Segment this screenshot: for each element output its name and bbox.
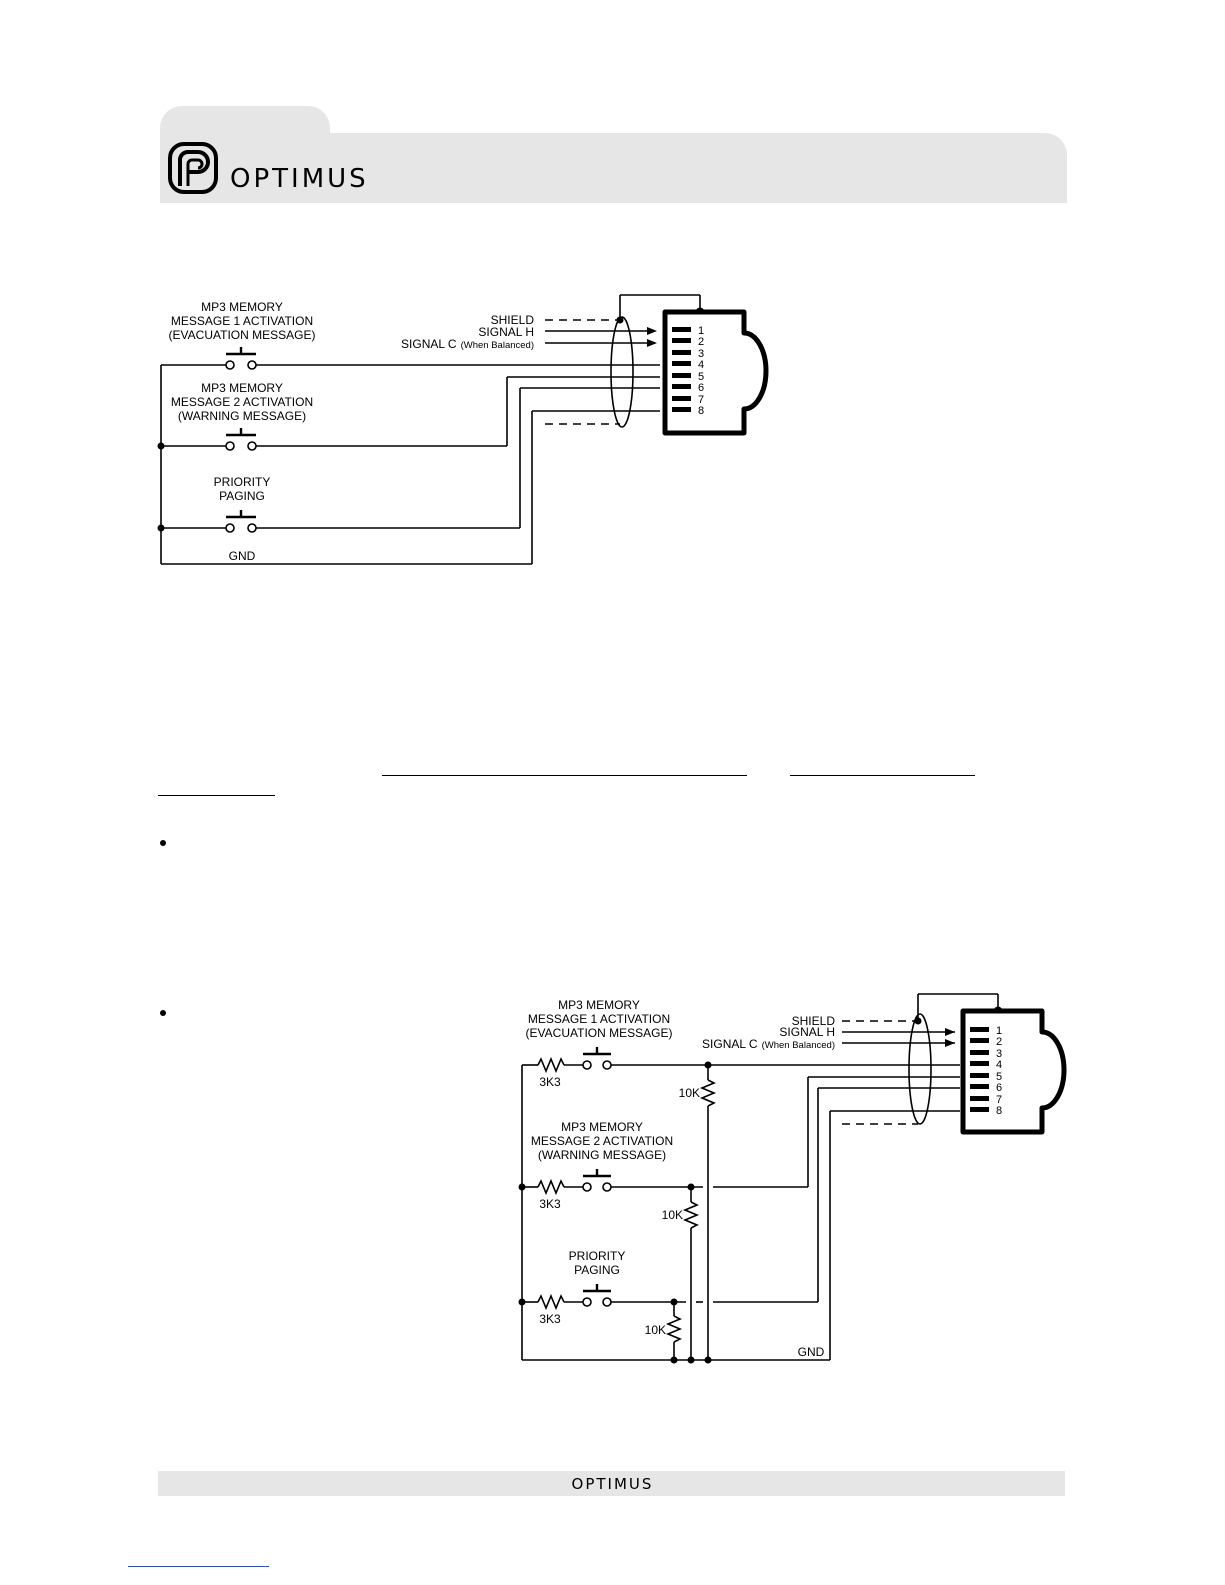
- pin-label: 6: [698, 382, 704, 394]
- pin-label: 5: [698, 371, 704, 383]
- underline-rule: [382, 775, 747, 776]
- pin-label: 8: [996, 1105, 1002, 1117]
- pin-label: 3: [996, 1048, 1002, 1060]
- bullet-point: [160, 1010, 166, 1016]
- pin-label: 7: [698, 394, 704, 406]
- gnd-label: GND: [229, 549, 256, 563]
- underline-rule: [790, 775, 975, 776]
- underline-rule: [158, 795, 275, 796]
- button-label: (EVACUATION MESSAGE): [169, 328, 316, 342]
- button-label: MESSAGE 1 ACTIVATION: [171, 314, 313, 328]
- button-label: MESSAGE 2 ACTIVATION: [531, 1134, 673, 1148]
- header-band: [160, 133, 1067, 203]
- pin-label: 4: [996, 1059, 1002, 1071]
- signal-shield-label: SHIELD: [792, 1014, 836, 1028]
- pin-label: 5: [996, 1071, 1002, 1083]
- pin-label: 2: [698, 336, 704, 348]
- pin-label: 4: [698, 359, 704, 371]
- button-label: MESSAGE 2 ACTIVATION: [171, 395, 313, 409]
- wiring-diagram-with-resistors: 1 2 3 4 5 6 7 8 MP3 MEMORY MESSAGE 1 ACT…: [518, 993, 1067, 1364]
- resistor-label: 3K3: [539, 1197, 561, 1211]
- brand-wordmark: OPTIMUS: [230, 164, 369, 194]
- button-label: MP3 MEMORY: [201, 381, 283, 395]
- button-label: MP3 MEMORY: [561, 1120, 643, 1134]
- pin-label: 6: [996, 1082, 1002, 1094]
- button-label: PRIORITY: [214, 475, 271, 489]
- button-label: (WARNING MESSAGE): [538, 1148, 666, 1162]
- optimus-logo-icon: [168, 142, 218, 194]
- wiring-diagram-direct: 1 2 3 4 5 6 7 8 MP3 MEMORY MESSAGE 1 ACT…: [157, 294, 769, 565]
- footer-brand: OPTIMUS: [571, 1475, 654, 1493]
- signal-shield-label: SHIELD: [491, 313, 535, 327]
- button-label: PRIORITY: [569, 1249, 626, 1263]
- svg-text:SIGNAL C(When Balanced): SIGNAL C (When Balanced): [702, 1037, 835, 1051]
- pin-label: 3: [698, 348, 704, 360]
- button-label: MP3 MEMORY: [201, 300, 283, 314]
- signal-h-label: SIGNAL H: [478, 325, 534, 339]
- gnd-label: GND: [798, 1345, 825, 1359]
- button-label: PAGING: [574, 1263, 620, 1277]
- pin-label: 8: [698, 405, 704, 417]
- svg-text:SIGNAL C(When Balanced): SIGNAL C (When Balanced): [401, 337, 534, 351]
- signal-c-label: SIGNAL C: [702, 1037, 758, 1051]
- button-label: MP3 MEMORY: [558, 998, 640, 1012]
- signal-c-note: (When Balanced): [461, 340, 534, 351]
- footer-band: [158, 1471, 1065, 1496]
- resistor-label: 3K3: [539, 1312, 561, 1326]
- button-label: MESSAGE 1 ACTIVATION: [528, 1012, 670, 1026]
- footer-link-underline[interactable]: [128, 1566, 269, 1567]
- resistor-label: 10K: [662, 1208, 683, 1222]
- signal-h-label: SIGNAL H: [779, 1025, 835, 1039]
- bullet-point: [160, 840, 166, 846]
- button-label: PAGING: [219, 489, 265, 503]
- pin-label: 1: [698, 325, 704, 337]
- pin-label: 1: [996, 1025, 1002, 1037]
- button-label: (WARNING MESSAGE): [178, 409, 306, 423]
- signal-c-label: SIGNAL C: [401, 337, 457, 351]
- resistor-label: 10K: [679, 1086, 700, 1100]
- resistor-label: 3K3: [539, 1075, 561, 1089]
- signal-c-note: (When Balanced): [762, 1040, 835, 1051]
- pin-label: 7: [996, 1094, 1002, 1106]
- pin-label: 2: [996, 1036, 1002, 1048]
- button-label: (EVACUATION MESSAGE): [526, 1026, 673, 1040]
- resistor-label: 10K: [645, 1323, 666, 1337]
